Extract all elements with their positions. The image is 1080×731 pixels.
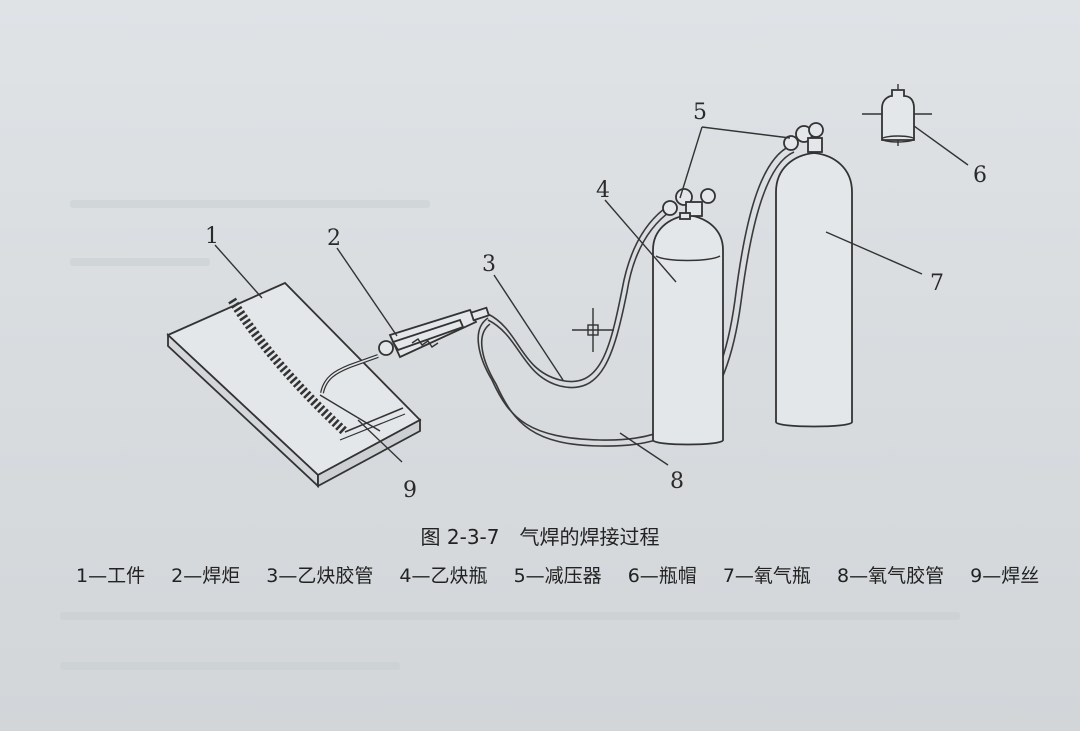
acetylene-hose xyxy=(487,205,669,383)
bleed-through-line xyxy=(60,612,960,620)
welding-torch xyxy=(320,306,490,394)
legend-item-acetylene-hose: 3—乙炔胶管 xyxy=(266,565,374,587)
gas-welding-diagram: 1 2 3 4 5 6 7 8 9 xyxy=(166,84,987,503)
legend-item-oxygen-cylinder: 7—氧气瓶 xyxy=(722,565,811,587)
legend-item-oxygen-hose: 8—氧气胶管 xyxy=(836,565,945,587)
callout-5: 5 xyxy=(693,100,707,125)
oxygen-cylinder xyxy=(775,152,853,428)
legend-item-cylinder-cap: 6—瓶帽 xyxy=(627,565,697,587)
callout-2: 2 xyxy=(327,226,341,251)
cylinder-cap xyxy=(862,84,932,146)
callout-8: 8 xyxy=(670,469,684,494)
oxygen-hose xyxy=(477,145,791,441)
workpiece xyxy=(166,281,422,489)
figure-legend: 1—工件 2—焊炬 3—乙炔胶管 4—乙炔瓶 5—减压器 6—瓶帽 7—氧气瓶 … xyxy=(76,561,1039,588)
legend-item-regulator: 5—减压器 xyxy=(513,565,602,587)
figure-caption: 图 2-3-7 气焊的焊接过程 xyxy=(420,525,660,549)
bleed-through-line xyxy=(70,200,430,208)
legend-item-acetylene-cylinder: 4—乙炔瓶 xyxy=(399,565,488,587)
acetylene-regulator xyxy=(662,188,716,220)
bleed-through-line xyxy=(60,662,400,670)
callout-1: 1 xyxy=(205,224,219,249)
callout-6: 6 xyxy=(973,163,987,188)
bleed-through-line xyxy=(70,258,210,266)
callout-9: 9 xyxy=(403,478,417,503)
acetylene-cylinder xyxy=(652,214,724,446)
legend-item-filler-wire: 9—焊丝 xyxy=(970,565,1040,587)
filler-wire xyxy=(319,394,381,432)
legend-item-workpiece: 1—工件 xyxy=(76,565,146,587)
leader-lines xyxy=(214,125,969,466)
callout-3: 3 xyxy=(482,252,496,277)
crosshair-mark xyxy=(572,308,614,352)
oxygen-regulator xyxy=(783,122,824,153)
legend-item-torch: 2—焊炬 xyxy=(171,565,241,587)
callout-7: 7 xyxy=(930,271,944,296)
callout-4: 4 xyxy=(596,178,610,203)
